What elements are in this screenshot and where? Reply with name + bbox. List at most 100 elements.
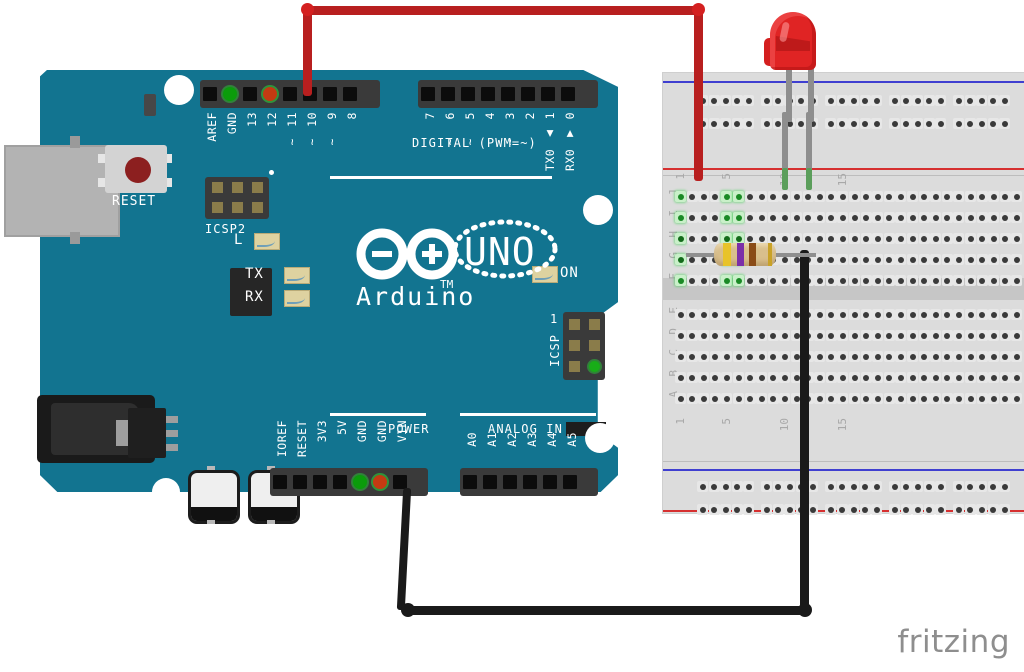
hole-H20[interactable] [895, 233, 907, 244]
hole-E27[interactable] [976, 309, 988, 320]
bottom-rail-hole-bottom-1[interactable] [697, 504, 708, 515]
hole-H24[interactable] [941, 233, 953, 244]
top-rail-hole-bottom-5[interactable] [743, 118, 755, 129]
bottom-rail-hole-top-8[interactable] [784, 481, 796, 492]
hole-F28[interactable] [988, 275, 1000, 286]
bottom-rail-hole-bottom-10[interactable] [807, 504, 819, 515]
hole-H28[interactable] [988, 233, 1000, 244]
digital-header-left[interactable] [200, 80, 380, 108]
hole-C4[interactable] [709, 351, 721, 362]
hole-G11[interactable] [791, 254, 802, 265]
hole-E22[interactable] [918, 309, 930, 320]
hole-H23[interactable] [930, 233, 942, 244]
hole-G19[interactable] [883, 254, 895, 265]
hole-H29[interactable] [999, 233, 1011, 244]
hole-H17[interactable] [860, 233, 872, 244]
hole-C5[interactable] [721, 351, 733, 362]
hole-C20[interactable] [895, 351, 907, 362]
bottom-rail-hole-bottom-18[interactable] [912, 504, 924, 515]
top-rail-hole-bottom-25[interactable] [999, 118, 1011, 129]
hole-B20[interactable] [895, 372, 907, 383]
hole-B7[interactable] [744, 372, 756, 383]
hole-A11[interactable] [791, 393, 802, 404]
hole-A23[interactable] [930, 393, 942, 404]
bottom-rail-hole-top-24[interactable] [987, 481, 999, 492]
hole-D22[interactable] [918, 330, 930, 341]
top-rail-hole-bottom-18[interactable] [912, 118, 924, 129]
hole-J9[interactable] [767, 191, 779, 202]
hole-A20[interactable] [895, 393, 907, 404]
hole-C18[interactable] [872, 351, 884, 362]
analog-pin-a0[interactable] [463, 475, 477, 489]
hole-H11[interactable] [791, 233, 802, 244]
hole-D3[interactable] [698, 330, 710, 341]
bottom-rail-hole-top-23[interactable] [976, 481, 988, 492]
hole-F21[interactable] [907, 275, 918, 286]
hole-A2[interactable] [686, 393, 698, 404]
bottom-rail-hole-bottom-21[interactable] [953, 504, 964, 515]
hole-C24[interactable] [941, 351, 953, 362]
top-rail-hole-top-7[interactable] [772, 95, 784, 106]
hole-A19[interactable] [883, 393, 895, 404]
top-rail-hole-bottom-3[interactable] [720, 118, 732, 129]
hole-D5[interactable] [721, 330, 733, 341]
hole-H22[interactable] [918, 233, 930, 244]
hole-C25[interactable] [953, 351, 965, 362]
hole-C1[interactable] [675, 351, 686, 362]
bottom-rail-hole-bottom-6[interactable] [761, 504, 772, 515]
hole-B17[interactable] [860, 372, 872, 383]
hole-J23[interactable] [930, 191, 942, 202]
hole-A1[interactable] [675, 393, 686, 404]
bottom-rail-hole-top-20[interactable] [935, 481, 947, 492]
hole-I21[interactable] [907, 212, 918, 223]
hole-H5[interactable] [721, 233, 733, 244]
hole-A9[interactable] [767, 393, 779, 404]
bottom-rail-hole-top-25[interactable] [999, 481, 1011, 492]
digital-pin-12[interactable] [263, 87, 277, 101]
hole-B24[interactable] [941, 372, 953, 383]
hole-B26[interactable] [965, 372, 976, 383]
hole-G22[interactable] [918, 254, 930, 265]
digital-header-right[interactable] [418, 80, 598, 108]
digital-pin-9[interactable] [323, 87, 337, 101]
bottom-rail-hole-bottom-5[interactable] [743, 504, 755, 515]
top-rail-hole-bottom-8[interactable] [784, 118, 796, 129]
hole-E17[interactable] [860, 309, 872, 320]
hole-H1[interactable] [675, 233, 686, 244]
hole-F16[interactable] [849, 275, 860, 286]
hole-D10[interactable] [779, 330, 791, 341]
bottom-rail-hole-bottom-23[interactable] [976, 504, 988, 515]
hole-G27[interactable] [976, 254, 988, 265]
hole-G20[interactable] [895, 254, 907, 265]
analog-pin-a1[interactable] [483, 475, 497, 489]
hole-A6[interactable] [733, 393, 744, 404]
hole-C11[interactable] [791, 351, 802, 362]
top-rail-hole-top-14[interactable] [859, 95, 871, 106]
hole-G26[interactable] [965, 254, 976, 265]
top-rail-hole-top-6[interactable] [761, 95, 772, 106]
black-wire-bend-left[interactable] [401, 603, 415, 617]
hole-G30[interactable] [1011, 254, 1023, 265]
analog-pin-a4[interactable] [543, 475, 557, 489]
hole-G23[interactable] [930, 254, 942, 265]
hole-A8[interactable] [756, 393, 768, 404]
hole-D25[interactable] [953, 330, 965, 341]
hole-J21[interactable] [907, 191, 918, 202]
red-wire-left-vertical-segment[interactable] [303, 6, 312, 96]
hole-D9[interactable] [767, 330, 779, 341]
hole-D13[interactable] [814, 330, 826, 341]
top-rail-hole-bottom-21[interactable] [953, 118, 964, 129]
hole-A7[interactable] [744, 393, 756, 404]
hole-I13[interactable] [814, 212, 826, 223]
hole-F10[interactable] [779, 275, 791, 286]
hole-G15[interactable] [837, 254, 849, 265]
bottom-rail-hole-bottom-2[interactable] [708, 504, 720, 515]
analog-pin-a2[interactable] [503, 475, 517, 489]
hole-B15[interactable] [837, 372, 849, 383]
hole-G29[interactable] [999, 254, 1011, 265]
hole-I8[interactable] [756, 212, 768, 223]
digital-pin-11[interactable] [283, 87, 297, 101]
bottom-rail-hole-top-5[interactable] [743, 481, 755, 492]
hole-I20[interactable] [895, 212, 907, 223]
hole-E26[interactable] [965, 309, 976, 320]
